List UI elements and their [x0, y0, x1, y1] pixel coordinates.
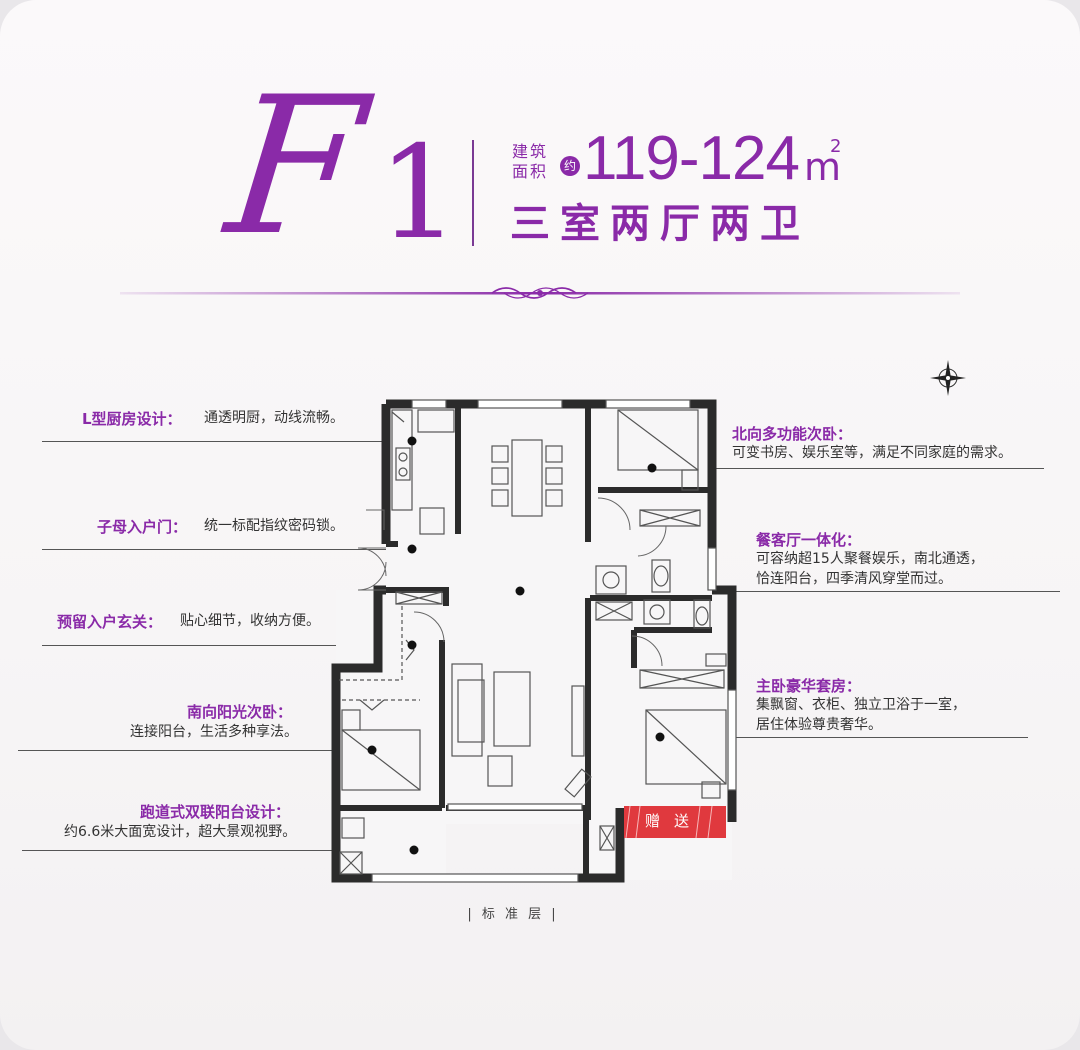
note-balcony-text: 约6.6米大面宽设计，超大景观视野。	[64, 824, 297, 840]
note-north-bedroom-line	[652, 468, 1044, 469]
note-kitchen-line	[42, 441, 414, 442]
note-master-text-1: 集飘窗、衣柜、独立卫浴于一室，	[756, 697, 966, 713]
area-label: 建筑面积	[512, 142, 549, 181]
area-unit: m	[804, 145, 842, 189]
note-dining-text-1: 可容纳超15人聚餐娱乐，南北通透，	[756, 551, 984, 567]
note-south-bedroom-text: 连接阳台，生活多种享法。	[130, 724, 298, 740]
note-north-bedroom-title: 北向多功能次卧：	[732, 425, 853, 443]
note-foyer-text: 贴心细节，收纳方便。	[180, 613, 320, 629]
floor-label: | 标 准 层 |	[467, 907, 559, 922]
note-foyer-title: 预留入户玄关：	[57, 613, 163, 631]
note-dining-title: 餐客厅一体化：	[756, 531, 862, 549]
note-master-text-2: 居住体验尊贵奢华。	[756, 717, 882, 733]
note-door-text: 统一标配指纹密码锁。	[204, 518, 344, 534]
model-number: 1	[378, 119, 460, 268]
note-north-bedroom-text: 可变书房、娱乐室等，满足不同家庭的需求。	[732, 445, 1012, 461]
note-kitchen-text: 通透明厨，动线流畅。	[204, 410, 344, 426]
ornament-divider-icon	[120, 287, 960, 299]
title-separator	[472, 140, 474, 246]
note-south-bedroom-line	[18, 750, 372, 751]
area-value: 119-124	[583, 124, 800, 193]
note-dining-text-2: 恰连阳台，四季清风穿堂而过。	[756, 571, 952, 587]
gift-label: 赠送	[644, 812, 703, 830]
note-dining-line	[520, 591, 1060, 592]
note-master-line	[660, 737, 1028, 738]
area-approx-badge: 约	[560, 156, 580, 176]
room-type: 三室两厅两卫	[510, 200, 810, 247]
note-balcony-line	[22, 850, 414, 851]
note-kitchen-title: L型厨房设计：	[82, 410, 182, 428]
note-south-bedroom-title: 南向阳光次卧：	[187, 703, 293, 721]
note-balcony-title: 跑道式双联阳台设计：	[140, 803, 291, 821]
note-foyer-line	[42, 645, 414, 646]
note-master-title: 主卧豪华套房：	[756, 677, 862, 695]
note-door-line	[42, 549, 414, 550]
area-unit-superscript: 2	[830, 136, 842, 157]
note-door-title: 子母入户门：	[97, 518, 188, 536]
compass-icon	[930, 360, 966, 396]
